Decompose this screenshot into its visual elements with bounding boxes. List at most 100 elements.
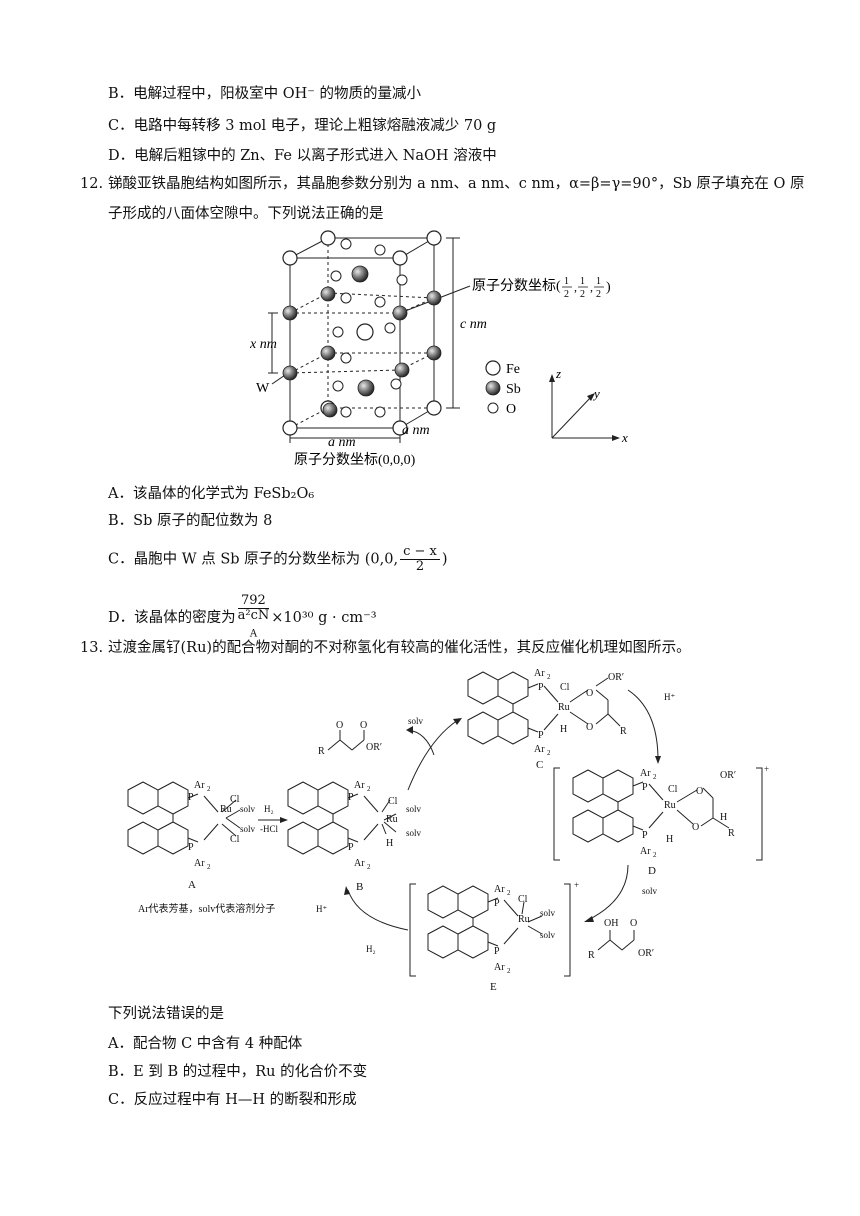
- svg-text:Ar: Ar: [194, 780, 205, 791]
- q11-option-c: C．电路中每转移 3 mol 电子，理论上粗镓熔融液减少 70 g: [108, 118, 497, 134]
- svg-text:H: H: [720, 812, 727, 823]
- svg-text:Ar: Ar: [534, 668, 545, 679]
- svg-text:P: P: [188, 842, 194, 853]
- q12-option-c-text: C．晶胞中 W 点 Sb 原子的分数坐标为 (0,0,: [108, 551, 399, 568]
- svg-text:Cl: Cl: [388, 796, 398, 807]
- svg-text:O: O: [586, 688, 593, 699]
- svg-text:O: O: [336, 720, 343, 731]
- svg-text:2: 2: [596, 289, 601, 300]
- svg-text:P: P: [348, 792, 354, 803]
- svg-text:P: P: [494, 898, 500, 909]
- svg-text:O: O: [692, 822, 699, 833]
- svg-text:OR′: OR′: [638, 948, 654, 959]
- label-w: W: [256, 381, 270, 396]
- svg-text:R: R: [588, 950, 595, 961]
- q13-number: 13.: [80, 640, 104, 656]
- svg-text:2: 2: [507, 889, 511, 897]
- complex-e: [427, 885, 543, 959]
- svg-text:Ru: Ru: [386, 814, 398, 825]
- label-c: C: [536, 759, 543, 771]
- legend-fe: Fe: [506, 362, 520, 377]
- svg-text:H: H: [560, 724, 567, 735]
- svg-text:H₂: H₂: [264, 804, 274, 814]
- label-a: A: [188, 879, 196, 891]
- label-x: x nm: [250, 337, 277, 352]
- coord-top-label: 原子分数坐标(: [472, 278, 561, 294]
- label-d: D: [648, 865, 656, 877]
- svg-text:Cl: Cl: [668, 784, 678, 795]
- axis-z: z: [555, 366, 561, 381]
- svg-text:H⁺: H⁺: [316, 904, 327, 914]
- svg-text:2: 2: [580, 289, 585, 300]
- svg-text:O: O: [360, 720, 367, 731]
- svg-text:O: O: [696, 786, 703, 797]
- svg-text:2: 2: [367, 863, 371, 871]
- svg-text:P: P: [538, 730, 544, 741]
- svg-text:P: P: [642, 782, 648, 793]
- q11-option-b: B．电解过程中，阳极室中 OH⁻ 的物质的量减小: [108, 86, 422, 102]
- label-e: E: [490, 981, 497, 990]
- svg-text:Ar: Ar: [194, 858, 205, 869]
- complex-d: [572, 769, 730, 843]
- q13-option-c: C．反应过程中有 H—H 的断裂和形成: [108, 1092, 357, 1108]
- svg-text:solv: solv: [406, 828, 422, 838]
- q13-intro: 下列说法错误的是: [108, 1006, 224, 1022]
- svg-text:R: R: [728, 828, 735, 839]
- q11-option-d: D．电解后粗镓中的 Zn、Fe 以离子形式进入 NaOH 溶液中: [108, 148, 497, 164]
- q13-stem: 过渡金属钌(Ru)的配合物对酮的不对称氢化有较高的催化活性，其反应催化机理如图所…: [108, 640, 691, 656]
- svg-text:P: P: [494, 946, 500, 957]
- svg-text:solv: solv: [240, 804, 256, 814]
- svg-text:P: P: [538, 682, 544, 693]
- svg-text:solv: solv: [642, 886, 658, 896]
- svg-text:P: P: [348, 842, 354, 853]
- svg-text:R: R: [620, 726, 627, 737]
- svg-text:solv: solv: [240, 824, 256, 834]
- mechanism-figure: Ar2 P Ru Cl Cl solv solv P Ar2 A Ar代表芳基，…: [127, 668, 769, 990]
- svg-text:+: +: [764, 764, 769, 774]
- svg-text:Ru: Ru: [664, 800, 676, 811]
- svg-text:Ar: Ar: [354, 780, 365, 791]
- svg-text:,: ,: [574, 280, 577, 294]
- svg-text:2: 2: [507, 967, 511, 975]
- substrate-molecule: [327, 730, 365, 751]
- label-a1: a nm: [328, 435, 356, 450]
- svg-text:H: H: [666, 834, 673, 845]
- figure-note: Ar代表芳基，solv代表溶剂分子: [138, 902, 275, 915]
- svg-text:1: 1: [596, 276, 601, 287]
- svg-text:2: 2: [367, 785, 371, 793]
- svg-text:2: 2: [547, 673, 551, 681]
- svg-text:OH: OH: [604, 918, 618, 929]
- q13-option-a: A．配合物 C 中含有 4 种配体: [108, 1036, 303, 1052]
- svg-text:2: 2: [207, 785, 211, 793]
- svg-text:Ru: Ru: [518, 914, 530, 925]
- svg-text:Ar: Ar: [494, 884, 505, 895]
- svg-text:Cl: Cl: [230, 834, 240, 845]
- svg-text:P: P: [188, 792, 194, 803]
- svg-text:2: 2: [547, 749, 551, 757]
- svg-text:Ar: Ar: [494, 962, 505, 973]
- product-molecule: [597, 930, 635, 951]
- svg-text:OR′: OR′: [366, 742, 382, 753]
- svg-text:Cl: Cl: [560, 682, 570, 693]
- q12-stem-line1: 锑酸亚铁晶胞结构如图所示，其晶胞参数分别为 a nm、a nm、c nm，α=β…: [108, 176, 805, 192]
- svg-text:2: 2: [653, 851, 657, 859]
- q12-option-b: B．Sb 原子的配位数为 8: [108, 513, 273, 529]
- svg-text:solv: solv: [406, 804, 422, 814]
- svg-text:Cl: Cl: [518, 894, 528, 905]
- axis-y: y: [592, 386, 600, 401]
- svg-text:1: 1: [580, 276, 585, 287]
- svg-text:solv: solv: [540, 930, 556, 940]
- q12-option-d-text: D．该晶体的密度为: [108, 609, 236, 626]
- q12-stem-line2: 子形成的八面体空隙中。下列说法正确的是: [108, 206, 384, 222]
- svg-text:H: H: [386, 838, 393, 849]
- legend-o: O: [506, 402, 516, 417]
- svg-text:P: P: [642, 830, 648, 841]
- label-c: c nm: [460, 317, 487, 332]
- complex-b: [287, 781, 397, 855]
- svg-text:Ru: Ru: [558, 702, 570, 713]
- svg-text:Ar: Ar: [534, 744, 545, 755]
- q12-number: 12.: [80, 176, 104, 192]
